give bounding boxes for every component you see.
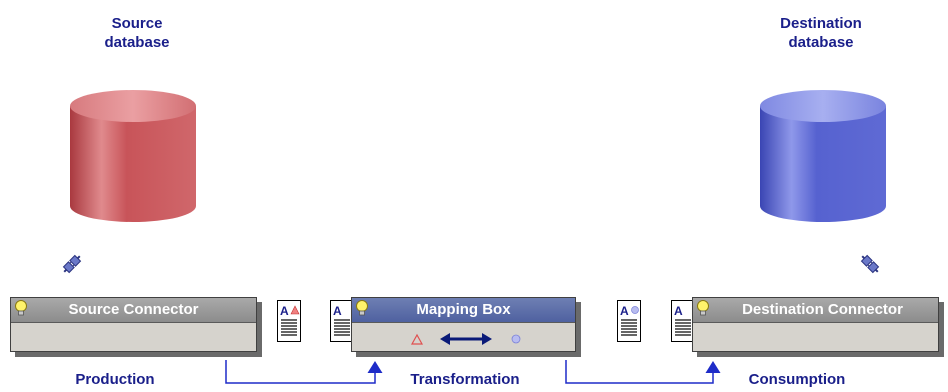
production-label: Production — [75, 371, 155, 388]
mapping-box-title: Mapping Box — [352, 298, 575, 323]
destination-database-label: Destination database — [780, 15, 862, 51]
lightbulb-icon — [697, 300, 709, 316]
source-connector-box[interactable]: Source Connector — [10, 297, 262, 357]
double-arrow-icon — [440, 333, 492, 345]
svg-text:A: A — [280, 304, 289, 318]
destination-database-cylinder — [760, 90, 886, 222]
source-plug-icon — [62, 254, 82, 274]
destination-plug-icon — [860, 254, 880, 274]
circle-icon — [511, 334, 521, 344]
transformation-to-consumption-line — [565, 360, 721, 384]
svg-text:A: A — [333, 304, 342, 318]
triangle-icon — [410, 333, 424, 345]
mapping-symbols — [410, 333, 521, 345]
destination-connector-body — [693, 323, 938, 351]
document-icon-partial: A — [330, 300, 354, 342]
production-to-transformation-line — [225, 360, 383, 384]
document-icon: A — [617, 300, 641, 342]
source-database-cylinder — [70, 90, 196, 222]
source-database-label: Source database — [104, 15, 170, 51]
svg-text:A: A — [620, 304, 629, 318]
transformation-label: Transformation — [410, 371, 520, 388]
mapping-box[interactable]: Mapping Box — [351, 297, 581, 357]
source-connector-title: Source Connector — [11, 298, 256, 323]
source-connector-body — [11, 323, 256, 351]
mapping-box-body — [352, 323, 575, 351]
lightbulb-icon — [356, 300, 368, 316]
destination-connector-title: Destination Connector — [693, 298, 938, 323]
document-icon: A — [277, 300, 301, 342]
consumption-label: Consumption — [748, 371, 846, 388]
lightbulb-icon — [15, 300, 27, 316]
destination-connector-box[interactable]: Destination Connector — [692, 297, 944, 357]
document-icon-partial: A — [671, 300, 695, 342]
svg-text:A: A — [674, 304, 683, 318]
